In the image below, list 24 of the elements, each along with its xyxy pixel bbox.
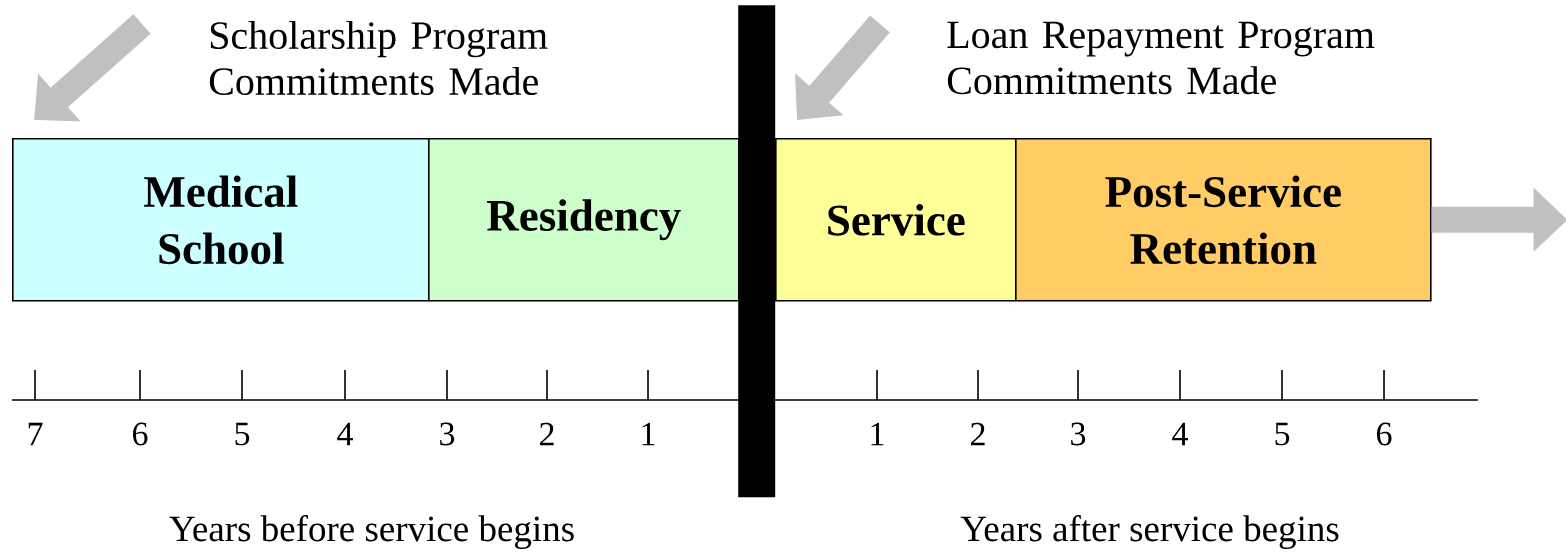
stage-box: Post-Service Retention [1015, 138, 1432, 302]
divider-bar [738, 5, 776, 498]
tick-label: 3 [1071, 422, 1086, 446]
block-arrow [795, 15, 890, 120]
tick-label: 7 [28, 422, 43, 446]
axis-caption: Years after service begins [960, 515, 1339, 549]
stage-box: Service [775, 138, 1017, 302]
stage-box: Medical School [12, 138, 430, 302]
tick-label: 6 [1376, 422, 1392, 446]
tick-label: 5 [1275, 422, 1290, 446]
annotation-text: Loan Repayment Program Commitments Made [947, 21, 1375, 95]
tick-label: 1 [871, 422, 884, 446]
tick-label: 1 [642, 422, 655, 446]
annotation-text: Scholarship Program Commitments Made [209, 20, 548, 96]
tick-label: 3 [440, 422, 455, 446]
tick-label: 6 [132, 422, 148, 446]
block-arrow [34, 14, 151, 122]
tick-label: 5 [235, 422, 250, 446]
tick-label: 2 [971, 422, 985, 446]
tick-label: 4 [1172, 422, 1188, 446]
axis-caption: Years before service begins [169, 515, 574, 549]
tick-label: 4 [337, 422, 353, 446]
tick-label: 2 [540, 422, 554, 446]
stage-box: Residency [428, 138, 740, 302]
